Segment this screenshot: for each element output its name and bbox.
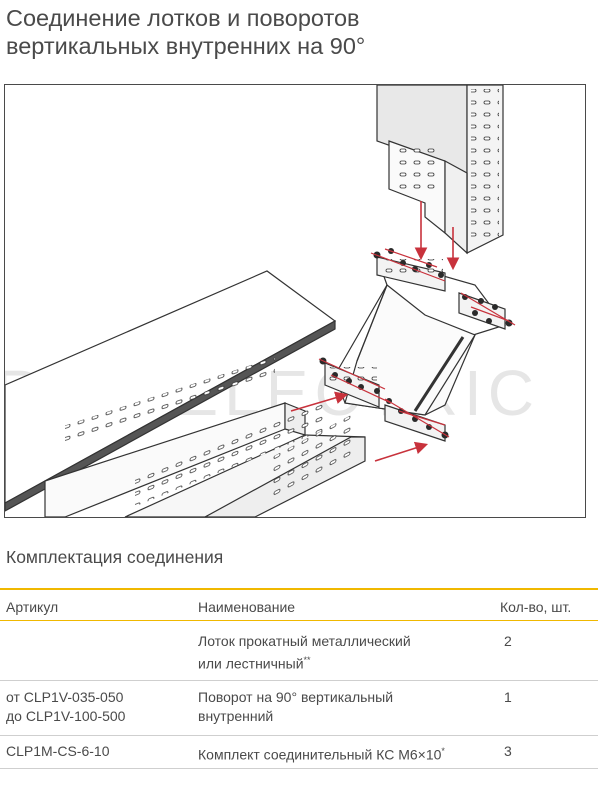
assembly-diagram: ROS ELECTRIC bbox=[4, 84, 586, 518]
row-name: Поворот на 90° вертикальный внутренний bbox=[198, 688, 488, 726]
row-qty: 2 bbox=[504, 633, 512, 649]
footnote-mark: * bbox=[441, 746, 445, 756]
row-qty: 3 bbox=[504, 743, 512, 759]
row-divider bbox=[0, 735, 598, 736]
name-line-1: Лоток прокатный металлический bbox=[198, 633, 411, 649]
row-article: от CLP1V-035-050 до CLP1V-100-500 bbox=[6, 688, 186, 726]
header-name: Наименование bbox=[198, 599, 296, 615]
row-article: CLP1M-CS-6-10 bbox=[6, 743, 110, 759]
table-top-rule bbox=[0, 588, 598, 590]
article-line-2: до CLP1V-100-500 bbox=[6, 708, 126, 724]
row-divider bbox=[0, 680, 598, 681]
name-line-2: или лестничный** bbox=[198, 651, 488, 674]
name-line-2-text: или лестничный bbox=[198, 655, 304, 672]
row-qty: 1 bbox=[504, 689, 512, 705]
arrows-vertical bbox=[414, 201, 460, 271]
title-line-2: вертикальных внутренних на 90° bbox=[6, 33, 366, 59]
name-line-1: Поворот на 90° вертикальный bbox=[198, 689, 394, 705]
row-name: Лоток прокатный металлический или лестни… bbox=[198, 632, 488, 674]
section-title: Комплектация соединения bbox=[6, 547, 224, 567]
vertical-tray bbox=[376, 85, 504, 255]
name-line-1: Комплект соединительный КС М6×10 bbox=[198, 746, 442, 763]
row-name: Комплект соединительный КС М6×10* bbox=[198, 742, 488, 765]
name-line-2: внутренний bbox=[198, 708, 274, 724]
header-article: Артикул bbox=[6, 599, 59, 615]
page-title: Соединение лотков и поворотов вертикальн… bbox=[6, 4, 594, 60]
article-line-1: от CLP1V-035-050 bbox=[6, 689, 124, 705]
footnote-mark: ** bbox=[303, 655, 311, 665]
perforated-tray bbox=[44, 357, 366, 517]
arrows-horizontal bbox=[290, 391, 429, 462]
bolt-guides bbox=[318, 248, 516, 438]
header-qty: Кол-во, шт. bbox=[500, 599, 572, 615]
assembly-drawing: ROS ELECTRIC bbox=[5, 85, 534, 517]
title-line-1: Соединение лотков и поворотов bbox=[6, 5, 360, 31]
row-divider bbox=[0, 768, 598, 769]
header-rule bbox=[0, 620, 598, 621]
